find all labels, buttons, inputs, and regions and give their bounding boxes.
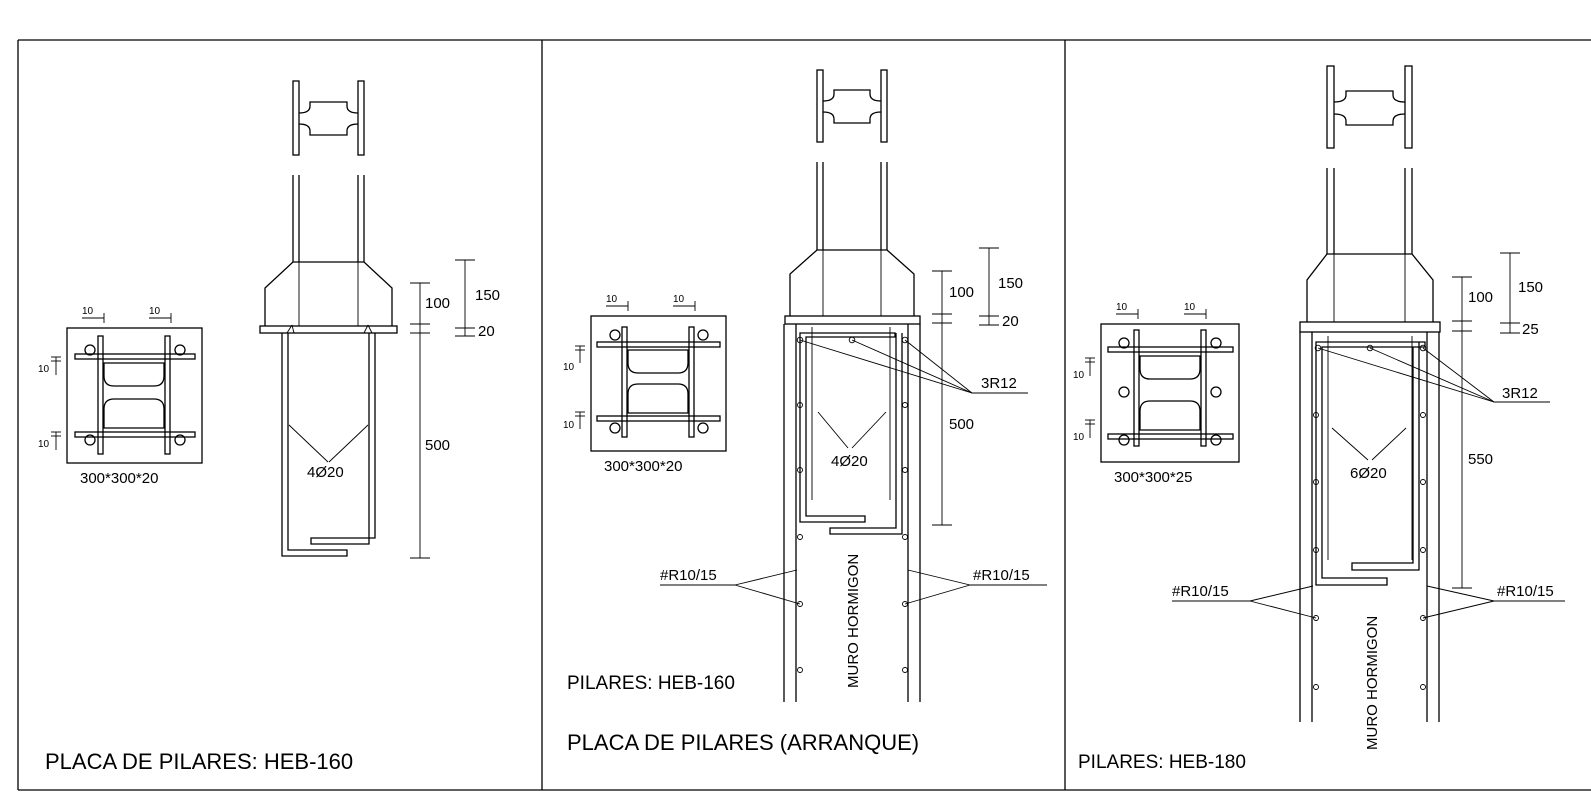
tick-label: 10: [563, 420, 575, 431]
plate-plan-view: 10 10 10 10 300*300*20: [563, 294, 727, 475]
tick-label: 10: [1073, 370, 1085, 381]
panel-title: PLACA DE PILARES (ARRANQUE): [567, 730, 919, 755]
dim-150: 150: [1518, 279, 1543, 296]
drawing-frame: [17, 39, 1591, 791]
mesh-label-right: #R10/15: [973, 567, 1030, 584]
wall-label: MURO HORMIGON: [1364, 616, 1381, 750]
dim-100: 100: [425, 295, 450, 312]
plate-size-label: 300*300*20: [604, 458, 682, 475]
bars-label: 6Ø20: [1350, 465, 1387, 482]
mesh-label-right: #R10/15: [1497, 583, 1554, 600]
rebar-dots: [796, 336, 909, 673]
dim-500: 500: [425, 437, 450, 454]
tick-label: 10: [82, 306, 94, 317]
dim-150: 150: [475, 287, 500, 304]
tick-label: 10: [1116, 302, 1128, 313]
panel-3: 10 10 10 10 300*300*25: [1073, 65, 1565, 773]
dim-25: 25: [1522, 321, 1539, 338]
tick-label: 10: [38, 439, 50, 450]
plate-size-label: 300*300*25: [1114, 469, 1192, 486]
tick-label: 10: [673, 294, 685, 305]
tick-label: 10: [563, 362, 575, 373]
plate-size-label: 300*300*20: [80, 470, 158, 487]
dim-100: 100: [949, 284, 974, 301]
tick-label: 10: [606, 294, 618, 305]
plate-plan-view: 10 10 10 10 300*300*25: [1073, 302, 1240, 486]
plate-plan-view: 10 10 10 10 300*300*20: [38, 306, 203, 487]
tick-label: 10: [38, 364, 50, 375]
dim-20: 20: [1002, 313, 1019, 330]
dim-20: 20: [478, 323, 495, 340]
tick-label: 10: [1184, 302, 1196, 313]
tick-label: 10: [149, 306, 161, 317]
panel-2: 10 10 10 10 300*300*20: [563, 69, 1047, 755]
rebar-label: 3R12: [1502, 385, 1538, 402]
tick-label: 10: [1073, 432, 1085, 443]
mesh-label-left: #R10/15: [660, 567, 717, 584]
dim-500: 500: [949, 416, 974, 433]
column-elevation: 6Ø20 3R12 #R10/15 #R10/15 MURO HORMIGO: [1172, 65, 1565, 750]
bars-label: 4Ø20: [831, 453, 868, 470]
bars-label: 4Ø20: [307, 464, 344, 481]
dim-100: 100: [1468, 289, 1493, 306]
column-elevation: 4Ø20 100 150 20 500: [259, 80, 500, 559]
rebar-label: 3R12: [981, 375, 1017, 392]
column-elevation: 4Ø20 3R12 #R10/15 #R10/: [660, 69, 1047, 702]
panel-subtitle: PILARES: HEB-180: [1078, 752, 1246, 773]
dim-150: 150: [998, 275, 1023, 292]
dim-550: 550: [1468, 451, 1493, 468]
wall-label: MURO HORMIGON: [845, 554, 862, 688]
mesh-label-left: #R10/15: [1172, 583, 1229, 600]
panel-subtitle: PILARES: HEB-160: [567, 673, 735, 694]
rebar-dots: [1313, 344, 1427, 690]
panel-1: 10 10 10 10 300*300*20: [38, 80, 500, 774]
panel-title: PLACA DE PILARES: HEB-160: [45, 749, 353, 774]
